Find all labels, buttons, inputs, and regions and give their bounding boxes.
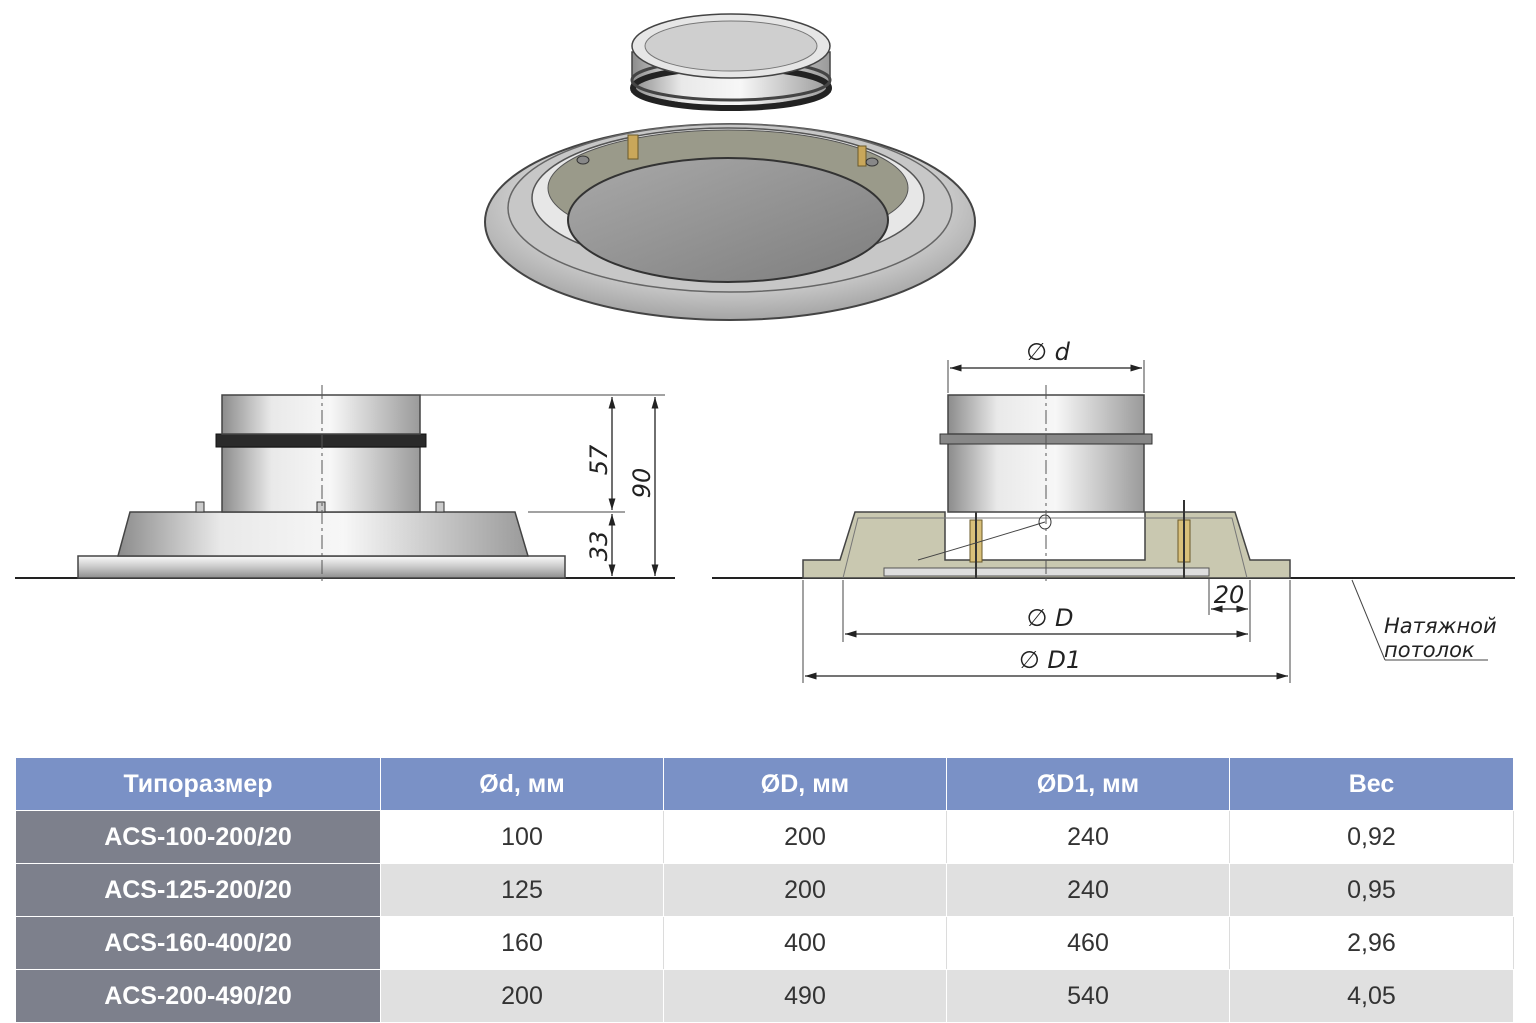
cell-weight: 2,96 <box>1229 916 1514 970</box>
cell-D1: 240 <box>946 863 1230 917</box>
cell-D1: 240 <box>946 810 1230 864</box>
cell-weight: 0,92 <box>1229 810 1514 864</box>
cell-D: 490 <box>663 969 947 1023</box>
dim-57-label: 57 <box>585 444 613 475</box>
diffuser-section-view: ∅ d ∅ D ∅ D1 20 Натяжной потолок <box>712 338 1515 683</box>
cell-D1: 460 <box>946 916 1230 970</box>
header-model: Типоразмер <box>15 757 381 811</box>
table-row: ACS-160-400/20 160 400 460 2,96 <box>15 916 1514 970</box>
cell-D: 400 <box>663 916 947 970</box>
cell-D: 200 <box>663 810 947 864</box>
note-stretch-ceiling-line1: Натяжной <box>1384 614 1497 638</box>
dim-33-label: 33 <box>585 531 613 562</box>
cell-D1: 540 <box>946 969 1230 1023</box>
header-weight: Вес <box>1229 757 1514 811</box>
dim-d-label: ∅ d <box>1026 338 1071 366</box>
dim-90-label: 90 <box>628 468 656 499</box>
note-stretch-ceiling-line2: потолок <box>1384 638 1475 662</box>
cell-model: ACS-200-490/20 <box>15 969 381 1023</box>
cell-model: ACS-125-200/20 <box>15 863 381 917</box>
cell-model: ACS-100-200/20 <box>15 810 381 864</box>
size-table: Типоразмер Ød, мм ØD, мм ØD1, мм Вес ACS… <box>15 757 1514 1023</box>
table-row: ACS-100-200/20 100 200 240 0,92 <box>15 810 1514 864</box>
dim-D-label: ∅ D <box>1026 604 1073 632</box>
dim-20-label: 20 <box>1214 581 1245 609</box>
cell-weight: 4,05 <box>1229 969 1514 1023</box>
technical-drawing: 57 33 90 ∅ d ∅ D ∅ D1 <box>15 13 1515 683</box>
cell-weight: 0,95 <box>1229 863 1514 917</box>
cell-model: ACS-160-400/20 <box>15 916 381 970</box>
diffuser-3d-view <box>484 13 976 321</box>
cell-d: 125 <box>380 863 664 917</box>
diffuser-side-view: 57 33 90 <box>15 385 675 585</box>
cell-D: 200 <box>663 863 947 917</box>
cell-d: 160 <box>380 916 664 970</box>
cell-d: 200 <box>380 969 664 1023</box>
dim-D1-label: ∅ D1 <box>1019 646 1081 674</box>
header-D: ØD, мм <box>663 757 947 811</box>
cell-d: 100 <box>380 810 664 864</box>
header-D1: ØD1, мм <box>946 757 1230 811</box>
header-d: Ød, мм <box>380 757 664 811</box>
table-row: ACS-125-200/20 125 200 240 0,95 <box>15 863 1514 917</box>
table-row: ACS-200-490/20 200 490 540 4,05 <box>15 969 1514 1023</box>
table-header-row: Типоразмер Ød, мм ØD, мм ØD1, мм Вес <box>15 757 1514 811</box>
